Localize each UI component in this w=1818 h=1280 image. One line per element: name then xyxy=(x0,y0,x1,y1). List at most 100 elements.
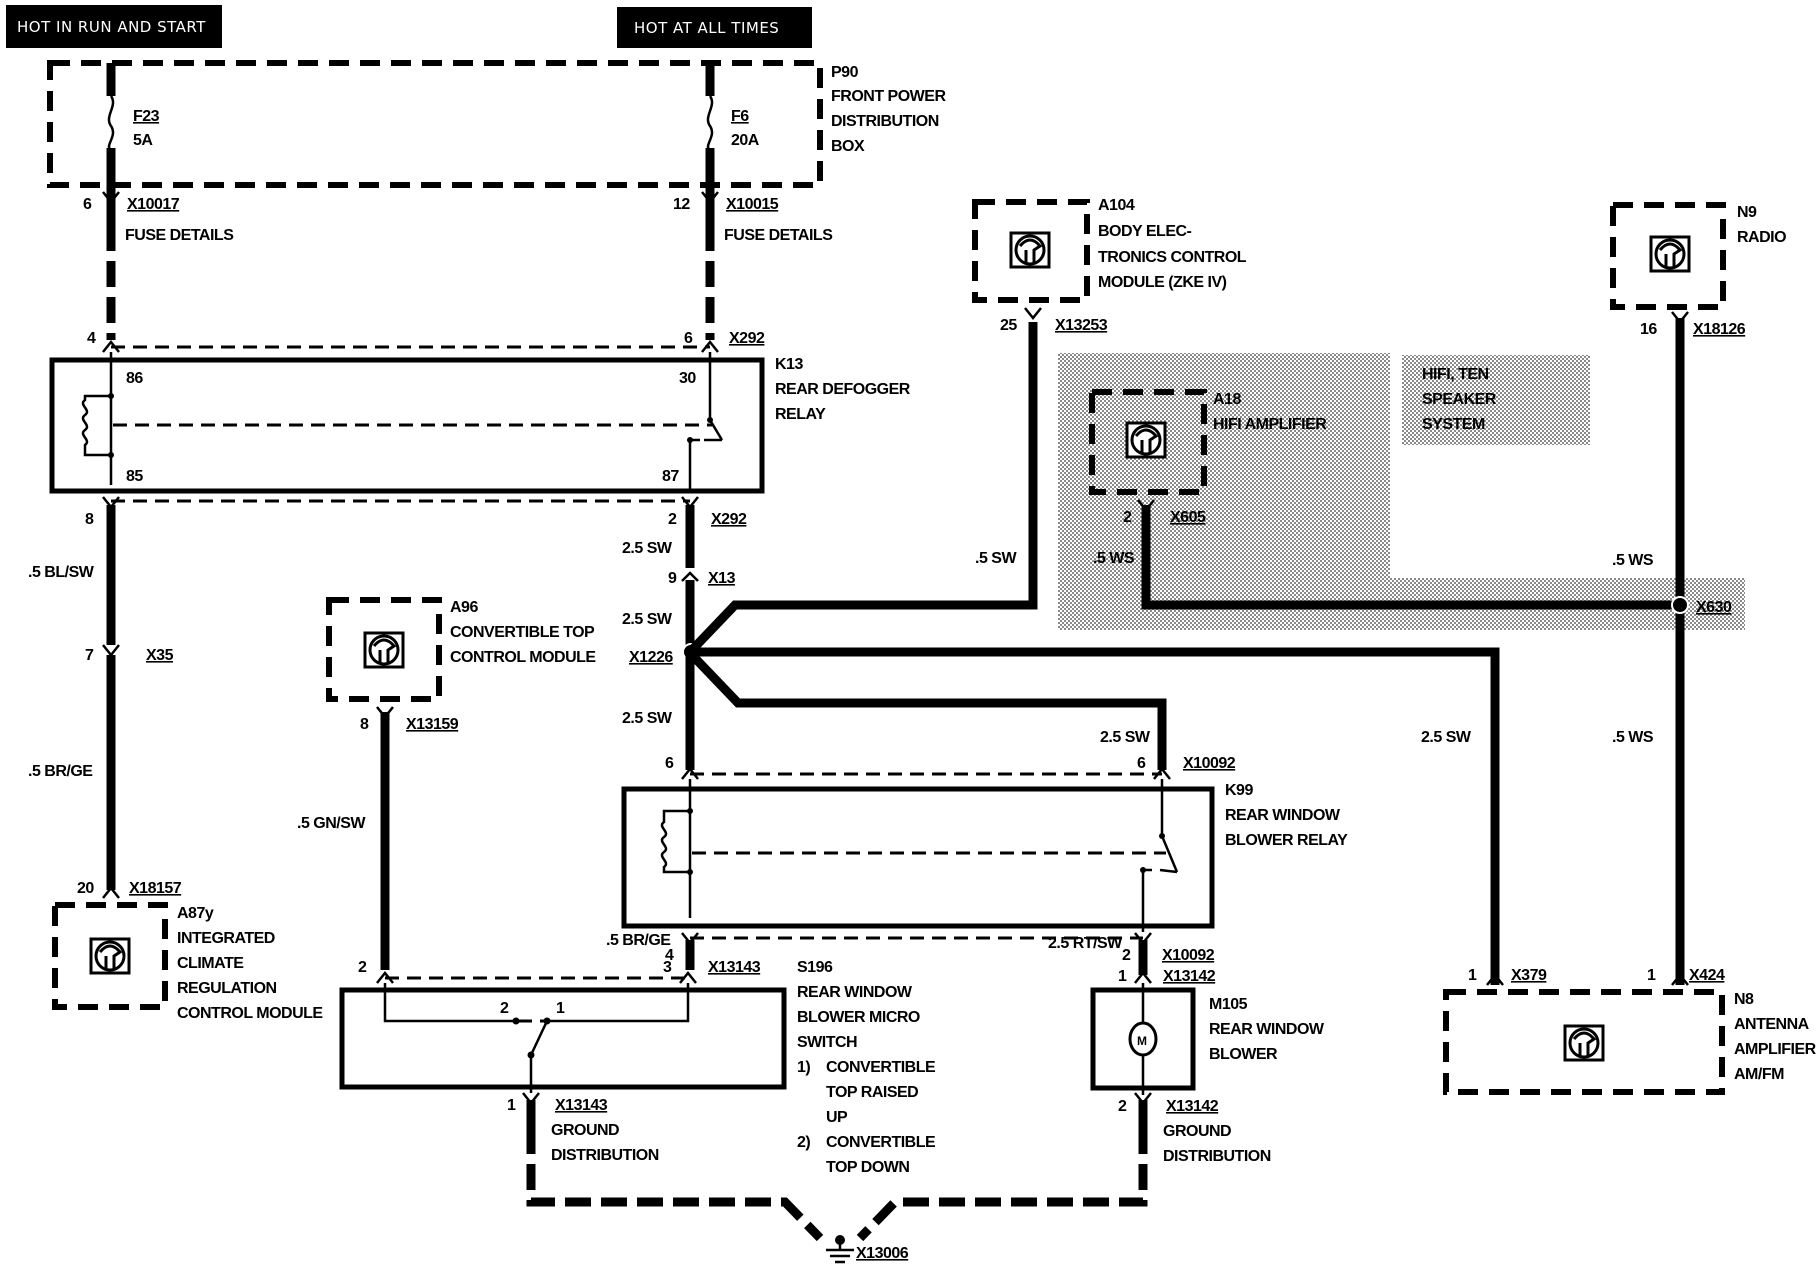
k99-coil-node-bottom xyxy=(687,869,693,875)
x13253-id: X13253 xyxy=(1055,317,1108,334)
a104-line-3: MODULE (ZKE IV) xyxy=(1098,274,1227,291)
x292-top-left-connector-icon xyxy=(102,339,120,353)
x13142-top-id: X13142 xyxy=(1163,968,1216,985)
wire-to-n8 xyxy=(695,647,1500,985)
x13143-bottom-id: X13143 xyxy=(555,1097,608,1114)
connector-x379-icon xyxy=(1486,972,1504,986)
x18157-id: X18157 xyxy=(129,880,182,897)
a87y-module-box xyxy=(52,902,168,1010)
n8-module-box xyxy=(1443,989,1725,1095)
s196-contact-1: 1 xyxy=(556,1000,565,1017)
k13-relay-box xyxy=(49,357,765,494)
x292-bottom-id: X292 xyxy=(711,511,747,528)
x10017-pin: 6 xyxy=(83,196,92,213)
wire-sw-25-c-label: 2.5 SW xyxy=(622,710,673,727)
x292-bottom-pin: 2 xyxy=(668,511,677,528)
a104-id: A104 xyxy=(1098,197,1135,214)
x13159-pin: 8 xyxy=(360,716,369,733)
p90-id: P90 xyxy=(831,64,859,81)
m105-id: M105 xyxy=(1209,996,1248,1013)
connector-x35-icon xyxy=(102,644,120,658)
x13143-top-id: X13143 xyxy=(708,959,761,976)
s196-pivot-node xyxy=(527,1051,535,1059)
x13253-pin: 25 xyxy=(1000,317,1017,334)
wire-to-k99 xyxy=(689,652,1167,770)
a18-module-icon xyxy=(1125,421,1167,459)
n8-line-2: AMPLIFIER xyxy=(1734,1041,1817,1058)
x292-top-right-connector-icon xyxy=(701,339,719,353)
k13-coil-node-bottom xyxy=(108,452,114,458)
a96-module-icon xyxy=(363,631,405,669)
hifi-note-line-2: SPEAKER xyxy=(1422,391,1497,408)
a104-module-box xyxy=(972,199,1090,303)
motor-symbol: M xyxy=(1137,1034,1147,1048)
a87y-line-3: REGULATION xyxy=(177,980,277,997)
x13142-bottom-id: X13142 xyxy=(1166,1098,1219,1115)
s196-line-1: REAR WINDOW xyxy=(797,984,913,1001)
a96-module-box xyxy=(326,597,442,702)
a18-line-1: HIFI AMPLIFIER xyxy=(1213,416,1327,433)
x35-id: X35 xyxy=(146,647,174,664)
fuse-f23-rating: 5A xyxy=(133,132,153,149)
x630-id: X630 xyxy=(1696,599,1732,616)
s196-line-3: SWITCH xyxy=(797,1034,857,1051)
hifi-shaded-region xyxy=(1058,353,1745,630)
x35-pin: 7 xyxy=(85,647,94,664)
connector-x10017-icon xyxy=(102,191,120,205)
x10017-id: X10017 xyxy=(127,196,180,213)
hot-run-start-banner xyxy=(6,5,222,48)
k13-terminal-87: 87 xyxy=(662,468,679,485)
x18126-id: X18126 xyxy=(1693,321,1746,338)
k13-switch-contact-87 xyxy=(688,438,722,491)
n8-module-icon xyxy=(1563,1024,1605,1062)
x1226-id: X1226 xyxy=(629,649,673,666)
p90-line-3: BOX xyxy=(831,138,865,155)
x10015-note: FUSE DETAILS xyxy=(724,227,833,244)
k13-line-2: RELAY xyxy=(775,406,826,423)
s196-contact-1-node xyxy=(543,1017,551,1025)
x10015-pin: 12 xyxy=(673,196,690,213)
a18-id: A18 xyxy=(1213,391,1241,408)
fuse-f6-id: F6 xyxy=(731,108,749,125)
k13-switch-node-87 xyxy=(687,437,693,443)
n9-module-icon xyxy=(1649,235,1691,273)
ground-symbol-icon xyxy=(826,1242,854,1264)
connector-x13142-top-icon xyxy=(1134,970,1152,984)
x424-pin: 1 xyxy=(1647,967,1656,984)
wire-br-ge-left-label: .5 BR/GE xyxy=(28,763,93,780)
s196-note-2-line-2: TOP DOWN xyxy=(826,1159,909,1176)
k13-id: K13 xyxy=(775,356,803,373)
s196-line-2: BLOWER MICRO xyxy=(797,1009,920,1026)
p90-box xyxy=(47,60,823,188)
s196-contact-2-node xyxy=(512,1017,520,1025)
k99-switch-contact xyxy=(1160,779,1179,873)
fuse-f6-icon xyxy=(706,95,714,152)
k13-coil-icon xyxy=(81,394,111,457)
m105-ground-wire xyxy=(856,1128,1148,1242)
s196-note-2-num: 2) xyxy=(797,1134,810,1151)
k99-relay-box xyxy=(621,786,1215,929)
a87y-line-2: CLIMATE xyxy=(177,955,244,972)
a104-module-icon xyxy=(1009,231,1051,269)
s196-note-1-line-1: CONVERTIBLE xyxy=(826,1059,936,1076)
x605-pin: 2 xyxy=(1123,509,1132,526)
x10092-bottom-pin: 2 xyxy=(1122,947,1131,964)
wire-ws-a18-label: .5 WS xyxy=(1093,550,1135,567)
a87y-line-1: INTEGRATED xyxy=(177,930,275,947)
wire-sw-05-label: .5 SW xyxy=(975,550,1017,567)
x292-top-id: X292 xyxy=(729,330,765,347)
s196-note-1-line-2: TOP RAISED xyxy=(826,1084,918,1101)
hot-all-times-banner xyxy=(617,7,812,48)
s196-note-2-line-1: CONVERTIBLE xyxy=(826,1134,936,1151)
x13142-bottom-pin: 2 xyxy=(1118,1098,1127,1115)
n9-module-box xyxy=(1610,202,1726,310)
k13-coil-node-top xyxy=(108,393,114,399)
m105-line-2: BLOWER xyxy=(1209,1046,1278,1063)
x13142-ground-line-2: DISTRIBUTION xyxy=(1163,1148,1271,1165)
x10092-top-right-connector-icon xyxy=(1153,766,1171,780)
x13-id: X13 xyxy=(708,570,736,587)
x10092-top-left-connector-icon xyxy=(681,766,699,780)
a104-line-1: BODY ELEC- xyxy=(1098,223,1192,240)
hifi-note-line-1: HIFI, TEN xyxy=(1422,366,1489,383)
s196-switch-box xyxy=(339,987,787,1090)
